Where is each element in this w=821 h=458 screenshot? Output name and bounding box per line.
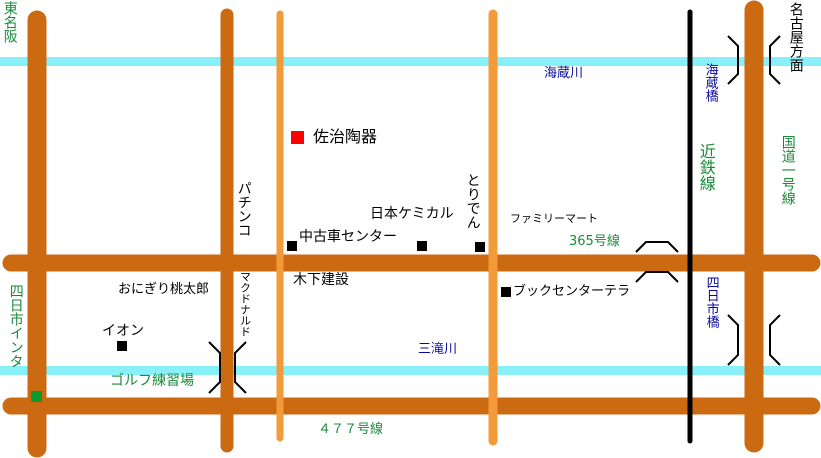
used-car-center-label: 中古車センター bbox=[299, 229, 397, 245]
route365-bridge-top-icon bbox=[635, 241, 679, 253]
kaizo-bridge-label: 海蔵橋 bbox=[702, 63, 718, 102]
mitaki-river bbox=[0, 366, 821, 375]
golf-bridge-left-icon bbox=[208, 341, 221, 394]
route477-label: ４７７号線 bbox=[318, 422, 384, 437]
aeon-label: イオン bbox=[102, 323, 144, 339]
route365-label: 365号線 bbox=[569, 234, 620, 249]
yokkaichi-bridge-label: 四日市橋 bbox=[703, 276, 719, 328]
familymart-label: ファミリーマート bbox=[510, 212, 598, 225]
kintetsu-line-label: 近鉄線 bbox=[696, 143, 716, 191]
kaizo-bridge-left-icon bbox=[727, 35, 739, 85]
rivers bbox=[0, 57, 821, 375]
toridenn-label: とりでん bbox=[464, 173, 481, 229]
golf-bridge-right-icon bbox=[234, 341, 247, 394]
higashi-meihan-label: 東名阪 bbox=[1, 1, 18, 43]
route1-label: 国道一号線 bbox=[779, 135, 796, 205]
used-car-center-marker-icon bbox=[287, 241, 297, 251]
saji-touki-label: 佐治陶器 bbox=[313, 127, 378, 146]
kinoshita-label: 木下建設 bbox=[293, 272, 349, 288]
nagoya-direction-label: 名古屋方面 bbox=[787, 2, 804, 72]
yokkaichi-bridge-right-icon bbox=[769, 314, 781, 366]
mcdonalds-label: マクドナルド bbox=[238, 271, 252, 337]
mitaki-river-label: 三滝川 bbox=[418, 342, 458, 357]
yokkaichi-ic-marker-icon bbox=[31, 391, 42, 402]
yokkaichi-ic-label: 四日市インタ bbox=[7, 284, 24, 368]
nihon-chemical-marker-icon bbox=[417, 241, 427, 251]
book-center-label: ブックセンターテラ bbox=[513, 284, 631, 299]
markers bbox=[31, 131, 511, 402]
minor-roads bbox=[276, 9, 498, 446]
pachinko-label: パチンコ bbox=[235, 181, 252, 237]
route365-bridge-bottom-icon bbox=[635, 271, 679, 283]
golf-range-label: ゴルフ練習場 bbox=[110, 373, 194, 389]
vertical-roads bbox=[27, 0, 764, 458]
book-center-marker-icon bbox=[501, 287, 511, 297]
bridge-symbols bbox=[208, 35, 781, 394]
nihon-chemical-label: 日本ケミカル bbox=[370, 206, 454, 222]
kaizo-bridge-right-icon bbox=[769, 35, 781, 85]
yokkaichi-bridge-left-icon bbox=[727, 314, 739, 366]
saji-touki-marker-icon bbox=[291, 131, 304, 144]
kaizo-river bbox=[0, 57, 821, 66]
onigiri-momotaro-label: おにぎり桃太郎 bbox=[118, 282, 210, 297]
aeon-marker-icon bbox=[117, 341, 127, 351]
toridenn-marker-icon bbox=[475, 242, 485, 252]
kaizo-river-label: 海蔵川 bbox=[544, 66, 584, 81]
horizontal-roads bbox=[2, 254, 821, 415]
